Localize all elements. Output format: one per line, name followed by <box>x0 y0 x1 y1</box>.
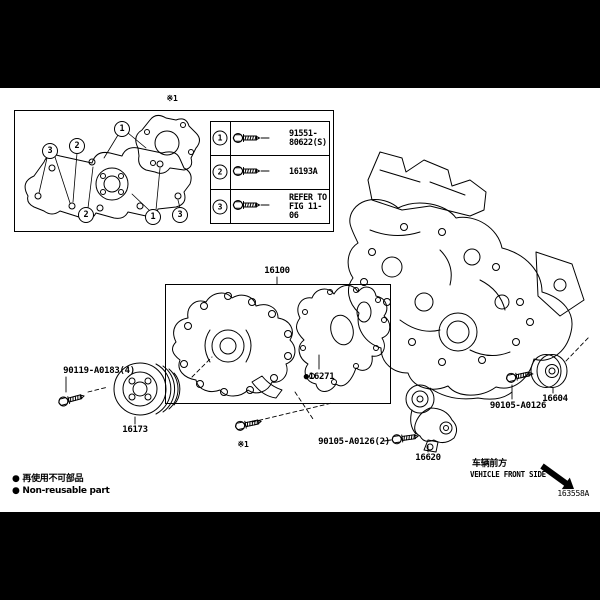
pump-assembly-box-frame <box>165 284 391 404</box>
diagram-sheet <box>0 88 600 512</box>
label-leader-lines <box>65 276 554 453</box>
callout-circle: 2 <box>78 207 94 223</box>
belt-tensioner-drawing <box>405 384 458 453</box>
table-row: 3 REFER TO FIG 11-06 <box>211 190 329 224</box>
callout-circle: 1 <box>114 121 130 137</box>
part-label-pulley-bolt: 90119-A0183(4) <box>63 366 135 376</box>
part-label-pump-assembly: 16100 <box>264 266 290 276</box>
crank-pulley-drawing <box>113 362 181 416</box>
table-row: 1 91551-80622(S) <box>211 122 329 156</box>
water-pump-drawing <box>172 292 296 399</box>
callout-number-badge: 1 <box>212 130 228 146</box>
table-row: 2 16193A <box>211 156 329 190</box>
callout-number-badge: 2 <box>212 164 228 180</box>
bolt-icon <box>234 416 263 432</box>
callout-circle: 3 <box>42 143 58 159</box>
callout-leader-lines <box>38 132 181 212</box>
part-number: REFER TO FIG 11-06 <box>289 192 327 221</box>
detail-box-frame <box>14 110 334 232</box>
bolt-ref-mark: ※1 <box>237 440 249 449</box>
part-label-tensioner: 16620 <box>415 453 441 463</box>
part-label-pulley: 16173 <box>122 425 148 435</box>
part-label-idler-bolt: 90105-A0126 <box>489 401 547 411</box>
detail-box-ref-mark: ※1 <box>166 94 178 103</box>
callout-circle: 2 <box>69 138 85 154</box>
vehicle-front-note-cjk: 车辆前方 <box>472 459 507 469</box>
part-label-idler: 16604 <box>542 394 568 404</box>
figure-code: 163558A <box>557 489 589 498</box>
fastener-table: 1 91551-80622(S) 2 16193A 3 REFER TO FIG… <box>210 121 330 224</box>
vehicle-front-arrow <box>540 463 574 490</box>
part-label-tensioner-bolt: 90105-A0126(2) <box>318 437 390 447</box>
vehicle-front-note-en: VEHICLE FRONT SIDE <box>470 470 546 479</box>
idler-pulley-drawing <box>530 354 568 388</box>
part-number: 91551-80622(S) <box>289 128 327 148</box>
engine-block-drawing <box>347 151 585 400</box>
water-pump-front-view-drawing <box>24 114 200 220</box>
bolt-icon <box>57 391 86 408</box>
legend-non-reusable-en: ● Non-reusable part <box>12 486 110 496</box>
legend-non-reusable-cjk: ● 再使用不可部品 <box>12 474 84 484</box>
callout-circle: 1 <box>145 209 161 225</box>
part-label-gasket: ●16271 <box>303 372 335 382</box>
gasket-drawing <box>296 285 391 392</box>
table-bolt-icons <box>232 133 270 210</box>
callout-circle: 3 <box>172 207 188 223</box>
bolt-icon <box>390 431 420 445</box>
callout-number-badge: 3 <box>212 199 228 215</box>
part-number: 16193A <box>289 167 318 177</box>
dashed-assembly-lines <box>87 336 590 423</box>
